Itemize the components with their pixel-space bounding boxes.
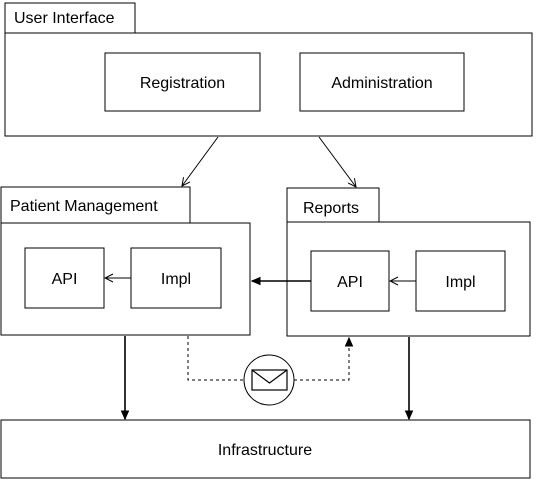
- dependency-arrow-ui-to-patient-management: [182, 136, 219, 186]
- package-title-reports: Reports: [303, 200, 359, 217]
- component-label-reports-impl: Impl: [445, 274, 475, 291]
- component-label-administration: Administration: [331, 75, 432, 92]
- dependency-arrow-ui-to-reports: [318, 136, 356, 187]
- component-administration: Administration: [299, 52, 465, 112]
- package-title-patient-management: Patient Management: [10, 198, 158, 215]
- package-body-infrastructure: [0, 419, 531, 479]
- package-patient-management: Patient Management API Impl: [0, 186, 251, 336]
- package-title-infrastructure: Infrastructure: [218, 442, 312, 459]
- message-path-to-reports: [294, 338, 349, 381]
- package-title-user-interface: User Interface: [14, 10, 115, 27]
- message-path-from-patient-management: [187, 336, 244, 381]
- component-reports-api: API: [310, 250, 390, 312]
- package-user-interface: User Interface Registration Administrati…: [4, 2, 533, 137]
- component-label-registration: Registration: [140, 75, 225, 92]
- component-pm-impl: Impl: [130, 247, 222, 309]
- package-infrastructure: Infrastructure: [0, 419, 531, 479]
- component-label-pm-impl: Impl: [161, 271, 191, 288]
- component-pm-api: API: [24, 247, 105, 309]
- component-registration: Registration: [104, 52, 261, 112]
- component-label-pm-api: API: [52, 271, 78, 288]
- component-reports-impl: Impl: [415, 250, 506, 312]
- component-label-reports-api: API: [337, 274, 363, 291]
- package-tab-user-interface: [4, 2, 136, 34]
- envelope-icon: [243, 354, 295, 406]
- package-reports: Reports API Impl: [286, 187, 531, 337]
